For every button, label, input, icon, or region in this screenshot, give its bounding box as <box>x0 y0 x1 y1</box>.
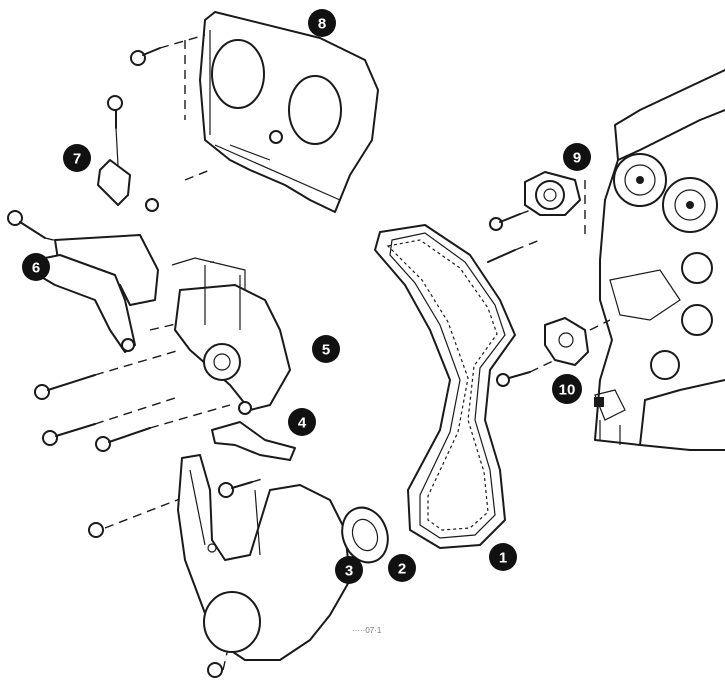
callout-number: 6 <box>32 260 40 277</box>
callout-9: 9 <box>563 143 591 171</box>
callout-6: 6 <box>22 253 50 281</box>
callout-number: 8 <box>318 16 326 33</box>
upper-timing-cover <box>199 11 379 213</box>
tensioner-plate <box>211 421 296 461</box>
callout-3: 3 <box>335 556 363 584</box>
sensor-bracket <box>544 317 589 366</box>
lower-timing-cover <box>177 454 351 661</box>
callout-circle <box>63 144 91 172</box>
callout-2: 2 <box>388 554 416 582</box>
bolt-tensioner-top <box>107 95 123 129</box>
idler-pulley <box>524 171 581 216</box>
bolt-cover-center <box>269 130 283 144</box>
timing-belt <box>374 224 516 549</box>
callout-8: 8 <box>308 9 336 37</box>
bolt-long-1 <box>34 374 96 400</box>
callout-circle <box>388 554 416 582</box>
bolt-bracket-left <box>7 210 46 239</box>
callout-number: 9 <box>573 150 581 167</box>
callout-circle <box>312 335 340 363</box>
callout-circle <box>288 408 316 436</box>
bolt-long-2 <box>42 423 96 446</box>
callout-number: 7 <box>73 151 81 168</box>
callout-circle <box>22 253 50 281</box>
callout-circle <box>563 143 591 171</box>
callout-number: 5 <box>322 342 330 359</box>
callout-circle <box>335 556 363 584</box>
callout-number: 1 <box>499 550 507 567</box>
callout-number: 10 <box>559 382 576 399</box>
figure-code: ·····07·1 <box>352 626 382 635</box>
tensioner-bracket <box>34 234 159 353</box>
callout-circle <box>552 374 582 404</box>
callout-10: 10 <box>552 374 582 404</box>
crank-sprocket <box>341 506 389 564</box>
bolt-lower-cover-3 <box>207 662 223 678</box>
bolt-upper-cover <box>130 47 161 66</box>
engine-block <box>594 69 725 451</box>
tensioner-spring <box>97 127 131 206</box>
bolt-idler-1 <box>489 213 521 231</box>
callouts: 1 2 3 4 5 6 7 8 9 10 <box>22 9 591 584</box>
callout-5: 5 <box>312 335 340 363</box>
bolt-lower-cover-1 <box>88 522 104 538</box>
callout-number: 2 <box>398 561 406 578</box>
bolts <box>7 47 531 678</box>
callout-number: 4 <box>298 415 307 432</box>
tensioner-pulley-assembly <box>171 257 291 415</box>
bolt-idler-2 <box>487 249 516 263</box>
bolt-long-3 <box>95 427 151 452</box>
callout-1: 1 <box>489 543 517 571</box>
bolt-sensor <box>496 371 531 387</box>
callout-4: 4 <box>288 408 316 436</box>
callout-circle <box>308 9 336 37</box>
callout-number: 3 <box>345 563 353 580</box>
bolt-small <box>145 198 159 212</box>
callout-circle <box>489 543 517 571</box>
bolt-lower-cover-2 <box>218 481 253 498</box>
callout-7: 7 <box>63 144 91 172</box>
